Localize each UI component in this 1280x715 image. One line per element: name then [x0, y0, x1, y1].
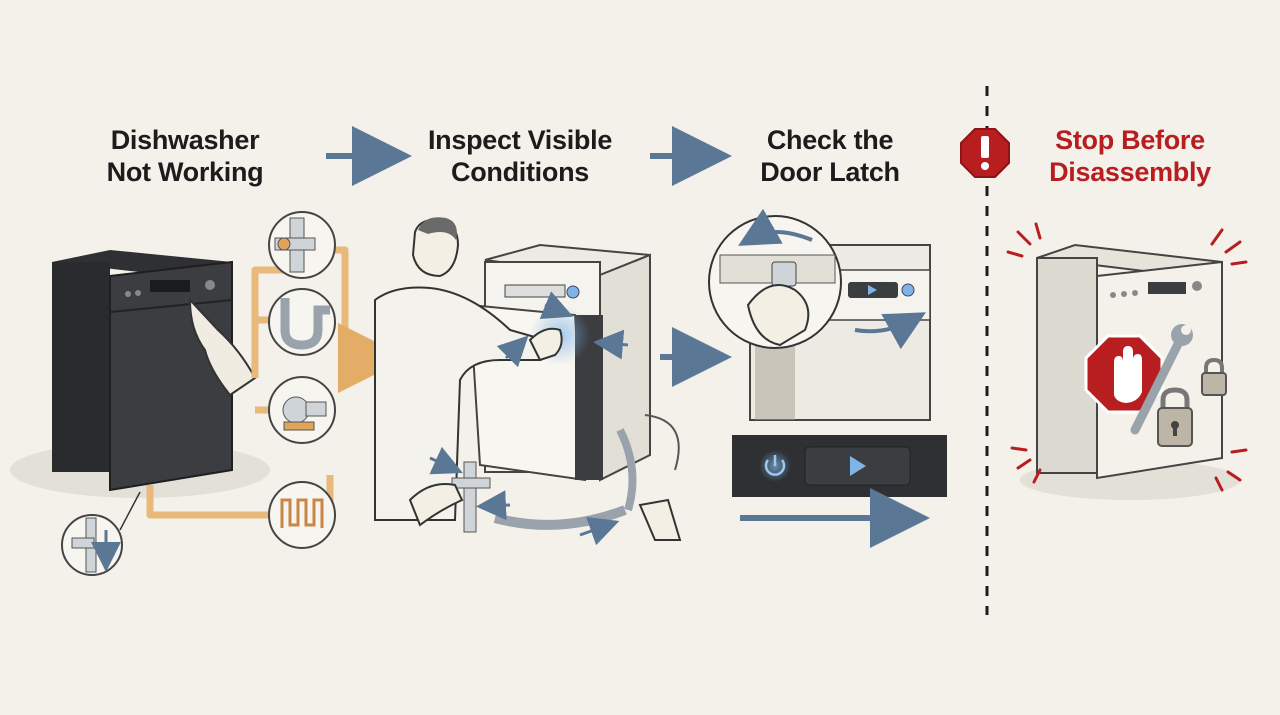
step-title-2: Inspect Visible Conditions: [400, 124, 640, 188]
wrench-icon: [1130, 324, 1193, 435]
hand-pressing-button-icon: [188, 297, 257, 397]
pump-icon: [268, 376, 336, 444]
inspection-arrows: [429, 291, 629, 546]
alert-rays: [1006, 222, 1248, 492]
water-valve-icon: [268, 211, 336, 279]
padlock-icon: [1157, 387, 1193, 447]
step-title-4: Stop Before Disassembly: [1020, 124, 1240, 188]
step-title-1-line1: Dishwasher: [110, 125, 260, 155]
power-icon: [759, 450, 791, 482]
step-title-1: Dishwasher Not Working: [80, 124, 290, 188]
step-title-3-line2: Door Latch: [760, 157, 900, 187]
play-icon: [850, 456, 866, 476]
step-title-3: Check the Door Latch: [725, 124, 935, 188]
valve-icon: [408, 461, 491, 533]
step-title-4-line2: Disassembly: [1049, 157, 1211, 187]
step-title-1-line2: Not Working: [106, 157, 264, 187]
control-panel: [732, 435, 947, 497]
door-latch-closeup-icon: [708, 208, 842, 349]
warning-octagon-icon: [960, 128, 1010, 178]
step-title-2-line1: Inspect Visible: [427, 125, 613, 155]
supply-valve-icon: [61, 514, 123, 576]
heating-element-icon: [268, 481, 336, 549]
small-padlock-icon: [1201, 357, 1227, 396]
drain-trap-icon: [268, 288, 336, 356]
step-title-4-line1: Stop Before: [1055, 125, 1205, 155]
step-title-2-line2: Conditions: [451, 157, 589, 187]
step-title-3-line1: Check the: [766, 125, 894, 155]
hose-icon: [493, 414, 682, 541]
